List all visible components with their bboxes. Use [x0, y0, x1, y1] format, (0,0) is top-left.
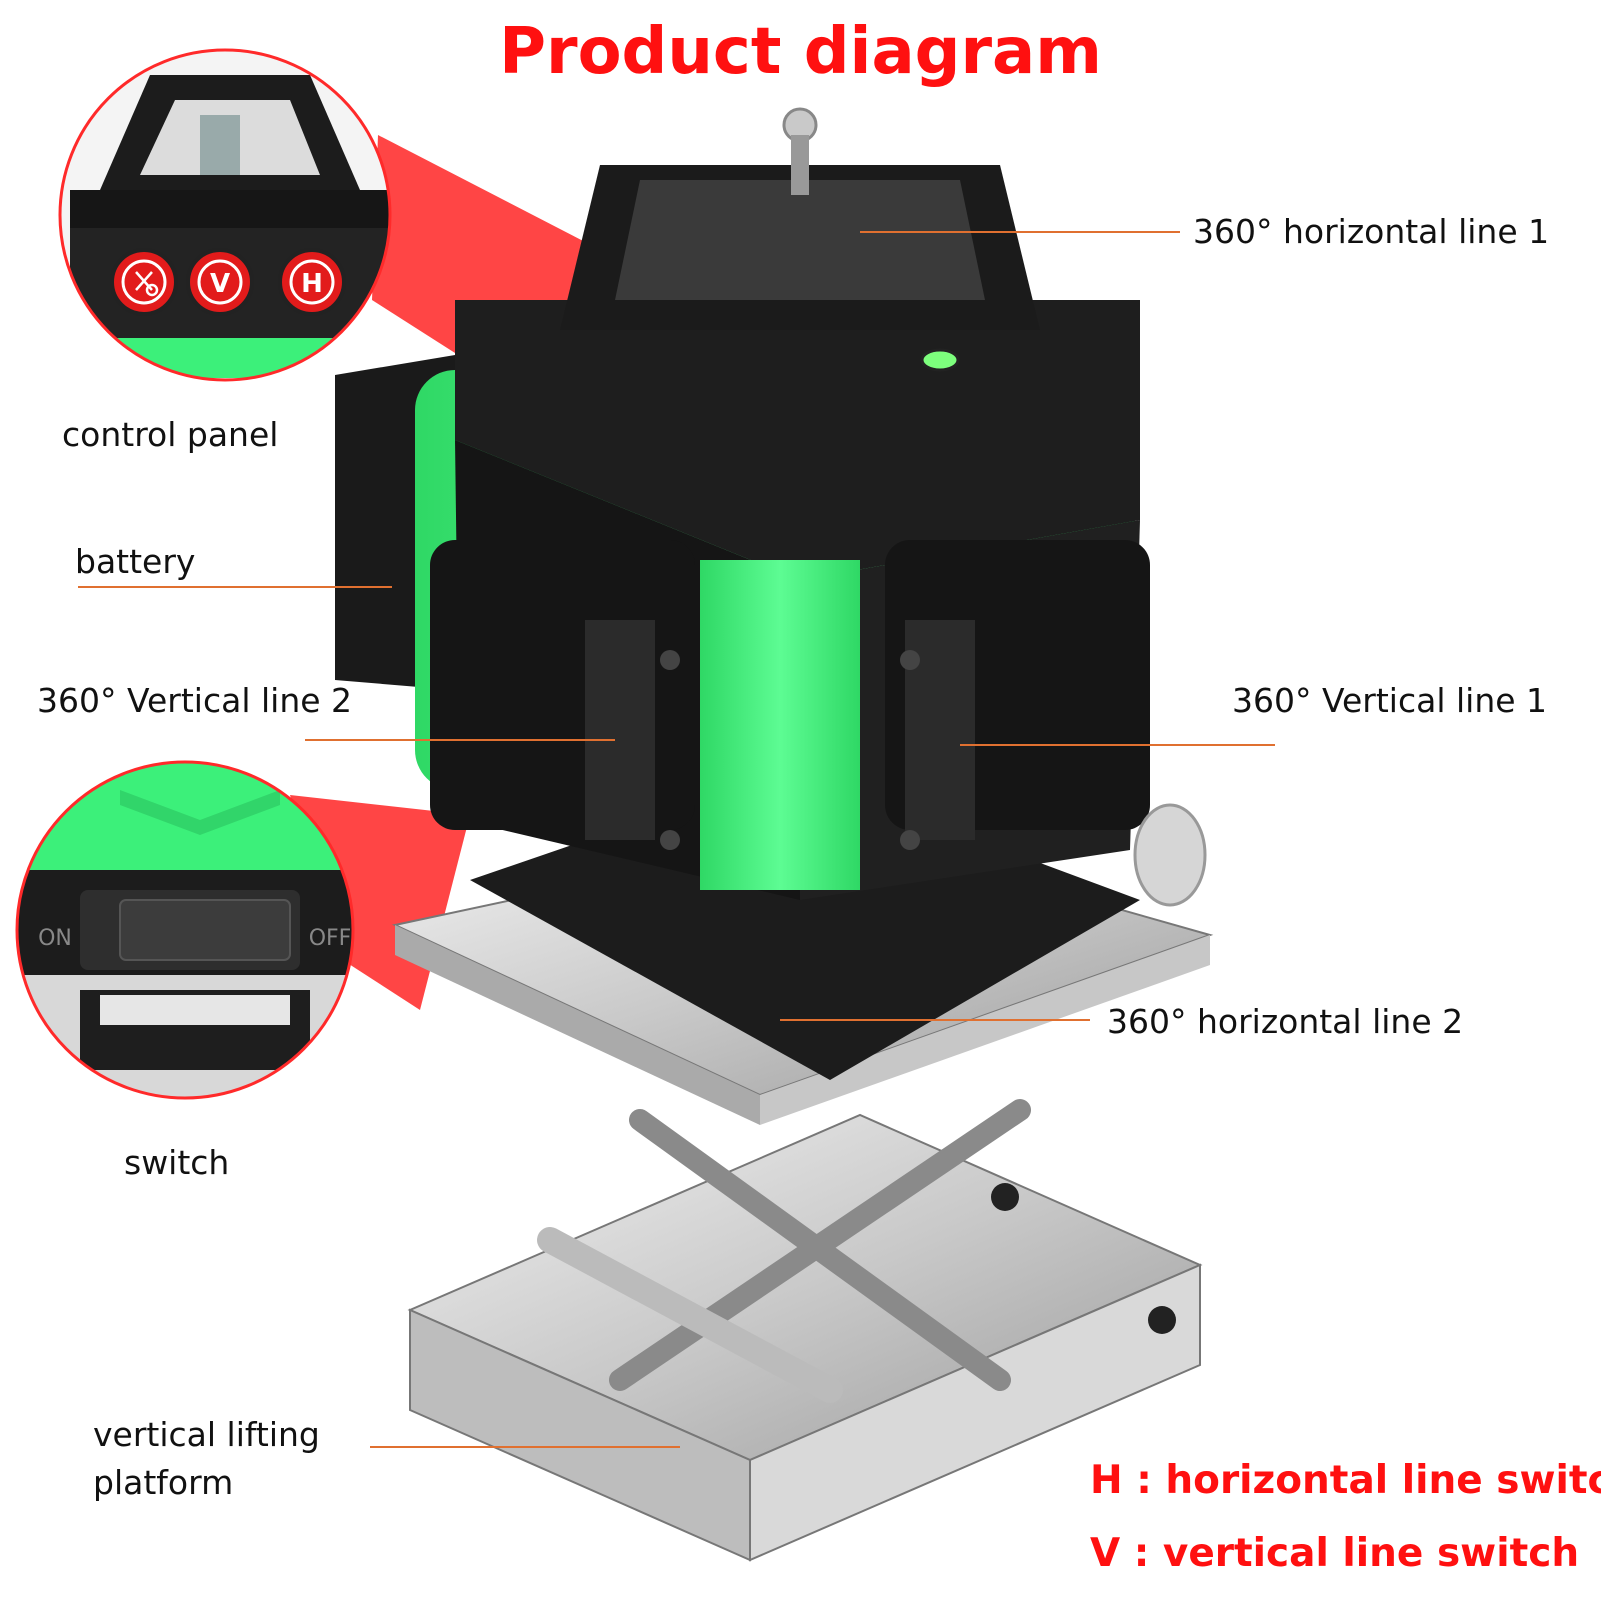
label-battery: battery — [75, 542, 196, 581]
switch-on-text: ON — [38, 926, 72, 951]
page-title: Product diagram — [499, 15, 1102, 89]
label-lifting-platform-line2: platform — [93, 1463, 234, 1502]
power-laser-icon — [135, 271, 159, 297]
label-switch: switch — [124, 1143, 230, 1182]
label-vertical-line-2: 360° Vertical line 2 — [37, 681, 353, 720]
switch-zoom: ON OFF — [15, 760, 355, 1100]
label-vertical-line-1: 360° Vertical line 1 — [1232, 681, 1548, 720]
label-horizontal-line-2: 360° horizontal line 2 — [1107, 1002, 1464, 1041]
switch-off-text: OFF — [309, 926, 352, 951]
v-button — [186, 248, 254, 316]
legend-v: V : vertical line switch — [1090, 1531, 1580, 1576]
h-button-label: H — [301, 269, 323, 299]
label-lifting-platform-line1: vertical lifting — [93, 1415, 320, 1454]
laser-level-body — [335, 107, 1207, 1080]
v-button-label: V — [210, 269, 230, 299]
control-panel-zoom: V H — [58, 48, 392, 382]
h-button — [278, 248, 346, 316]
label-control-panel: control panel — [62, 415, 279, 454]
label-horizontal-line-1: 360° horizontal line 1 — [1193, 212, 1550, 251]
legend-h: H : horizontal line switch — [1090, 1458, 1601, 1503]
